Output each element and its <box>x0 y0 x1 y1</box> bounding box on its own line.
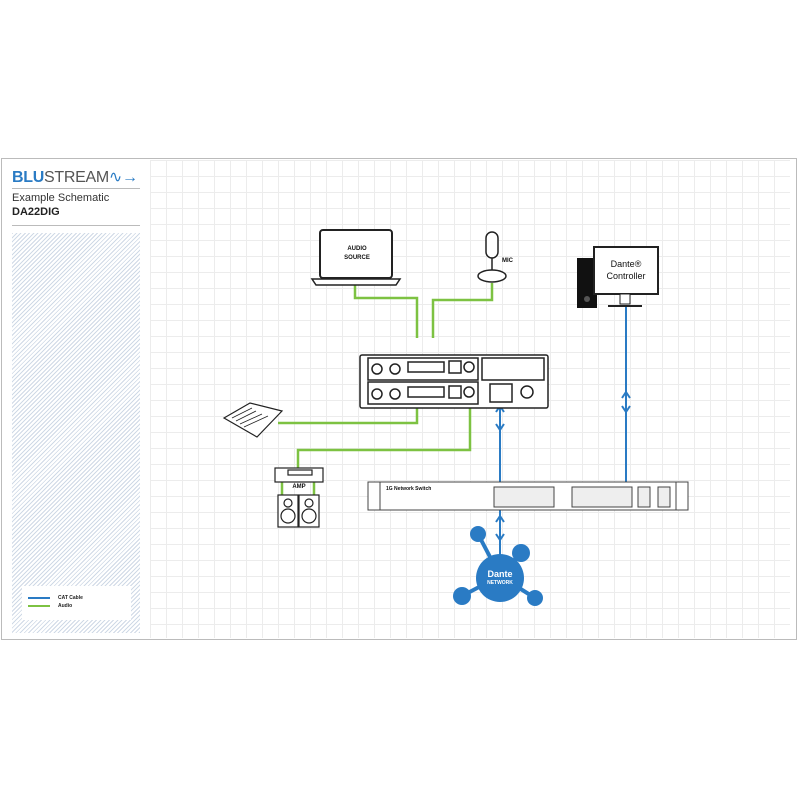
logo-stream: STREAM <box>43 169 109 186</box>
dante-controller-label: Dante®Controller <box>606 259 646 281</box>
laptop-icon <box>310 229 402 286</box>
switch-label: 1G Network Switch <box>386 486 432 492</box>
cat-cables <box>495 306 631 555</box>
network-switch <box>367 481 689 511</box>
amp-icon <box>274 467 324 483</box>
legend-item-cat: CAT Cable <box>28 595 83 601</box>
blustream-logo: BLUSTREAM∿→ <box>12 167 138 187</box>
subtitle: Example Schematic <box>12 192 110 204</box>
speakers-icon <box>277 494 320 528</box>
da22dig-device <box>359 354 549 409</box>
legend: CAT Cable Audio <box>22 586 131 620</box>
logo-blu: BLU <box>12 169 44 186</box>
mic-label: MIC <box>502 258 513 264</box>
dante-network-icon <box>453 526 543 606</box>
divider <box>12 188 140 189</box>
mixer-icon <box>222 402 284 438</box>
wave-icon: ∿→ <box>108 169 138 186</box>
legend-item-audio: Audio <box>28 603 72 609</box>
schematic-frame <box>1 158 797 640</box>
hatched-panel <box>12 233 140 633</box>
microphone-icon <box>477 231 507 283</box>
computer-icon <box>577 246 659 308</box>
divider <box>12 225 140 226</box>
amp-label: AMP <box>292 484 306 490</box>
audio-cables <box>278 283 494 495</box>
model-name: DA22DIG <box>12 206 60 218</box>
